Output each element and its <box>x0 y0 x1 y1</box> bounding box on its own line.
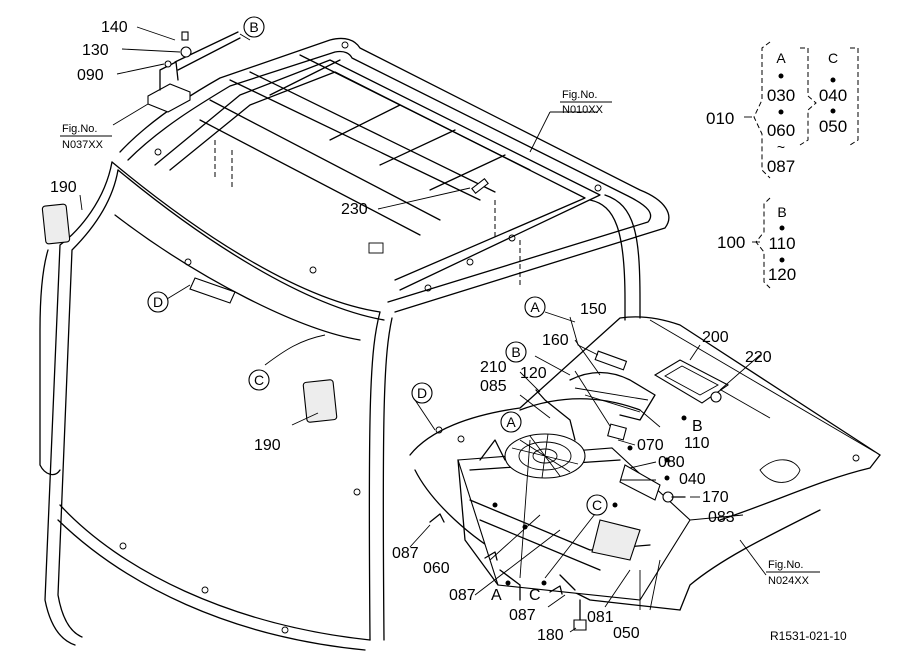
cab-frame <box>39 37 670 651</box>
letter-plain-A: A <box>491 587 502 604</box>
svg-text:B: B <box>777 204 786 220</box>
hvac-unit <box>457 433 691 601</box>
group-010-id: 010 <box>706 109 734 128</box>
svg-text:N010XX: N010XX <box>562 104 604 116</box>
callout-160: 160 <box>542 332 569 349</box>
callout-087-right: 087 <box>509 607 536 624</box>
letter-marker-D-dash: D <box>411 382 433 404</box>
callout-090: 090 <box>77 67 104 84</box>
callout-085: 085 <box>480 378 507 395</box>
svg-text:D: D <box>417 385 427 401</box>
group-100-item-120: 120 <box>768 265 796 284</box>
svg-text:N024XX: N024XX <box>768 575 810 587</box>
group-010-item-030: 030 <box>767 86 795 105</box>
svg-text:C: C <box>254 372 264 388</box>
group-010-item-050: 050 <box>819 117 847 136</box>
svg-text:B: B <box>249 19 258 35</box>
letter-marker-A-hvac: A <box>500 411 522 433</box>
reference-letters: B D C A B D A C B A C <box>147 16 703 604</box>
svg-text:C: C <box>592 497 602 513</box>
callout-220: 220 <box>745 349 772 366</box>
letter-marker-C-cab: C <box>248 369 270 391</box>
svg-text:A: A <box>506 414 516 430</box>
group-010-bracket: 010 A 030 060 ~ 087 C 040 050 <box>706 41 859 179</box>
letter-marker-C-hvac: C <box>586 494 608 516</box>
fig-ref-n010: Fig.No. N010XX <box>560 89 612 116</box>
callout-120: 120 <box>520 365 547 382</box>
callout-190-lower: 190 <box>254 437 281 454</box>
callout-150: 150 <box>580 301 607 318</box>
letter-marker-A-upper: A <box>524 296 546 318</box>
group-100-id: 100 <box>717 233 745 252</box>
letter-marker-B-top: B <box>243 16 265 38</box>
letter-plain-B: B <box>692 418 703 435</box>
group-010-item-060: 060 <box>767 121 795 140</box>
svg-text:~: ~ <box>777 139 785 155</box>
svg-text:Fig.No.: Fig.No. <box>62 123 97 135</box>
callout-200: 200 <box>702 329 729 346</box>
callout-190-left: 190 <box>50 179 77 196</box>
callout-050: 050 <box>613 625 640 642</box>
svg-text:A: A <box>776 50 786 66</box>
group-010-item-040: 040 <box>819 86 847 105</box>
letter-plain-C: C <box>529 587 541 604</box>
svg-text:Fig.No.: Fig.No. <box>768 559 803 571</box>
svg-text:B: B <box>511 344 520 360</box>
callout-080: 080 <box>658 454 685 471</box>
callout-140: 140 <box>101 19 128 36</box>
group-010-item-087: 087 <box>767 157 795 176</box>
fig-ref-n024: Fig.No. N024XX <box>766 559 820 587</box>
callout-130: 130 <box>82 42 109 59</box>
svg-text:C: C <box>828 50 838 66</box>
letter-marker-D-cab: D <box>147 291 169 313</box>
svg-text:Fig.No.: Fig.No. <box>562 89 597 101</box>
svg-text:D: D <box>153 294 163 310</box>
callout-230: 230 <box>341 201 368 218</box>
group-100-bracket: 100 B 110 120 <box>717 197 796 289</box>
callout-087-mid: 087 <box>449 587 476 604</box>
parts <box>41 31 730 631</box>
letter-marker-B-mid: B <box>505 341 527 363</box>
callout-180: 180 <box>537 627 564 644</box>
group-100-item-110: 110 <box>768 234 795 253</box>
callout-083: 083 <box>708 509 735 526</box>
svg-text:A: A <box>530 299 540 315</box>
drawing-code: R1531-021-10 <box>770 629 847 643</box>
callout-087-left: 087 <box>392 545 419 562</box>
callout-060: 060 <box>423 560 450 577</box>
callout-210: 210 <box>480 359 507 376</box>
callout-labels: 140 130 090 190 190 230 150 160 200 220 … <box>50 19 772 644</box>
callout-110: 110 <box>684 435 710 452</box>
callout-070: 070 <box>637 437 664 454</box>
fig-ref-n037: Fig.No. N037XX <box>60 123 112 151</box>
svg-text:N037XX: N037XX <box>62 139 104 151</box>
callout-081: 081 <box>587 609 614 626</box>
callout-170: 170 <box>702 489 729 506</box>
callout-040: 040 <box>679 471 706 488</box>
